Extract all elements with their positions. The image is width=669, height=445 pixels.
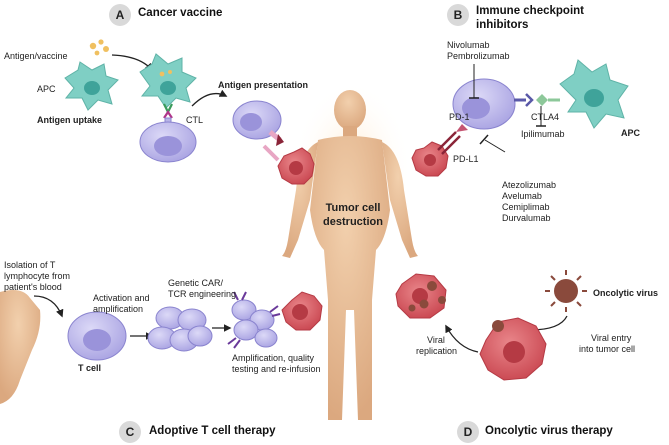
infusion-line1: Amplification, quality xyxy=(232,353,315,363)
viral-replication-line1: Viral xyxy=(427,335,445,345)
oncolytic-illustration xyxy=(395,270,587,381)
panel-a-badge: A xyxy=(109,4,131,26)
panel-a-title: Cancer vaccine xyxy=(138,7,223,19)
panel-b-title: Immune checkpoint xyxy=(476,5,584,17)
viral-entry-line2: into tumor cell xyxy=(579,344,636,354)
checkpoint-illustration xyxy=(411,59,629,177)
nivolumab-label: Nivolumab xyxy=(447,40,490,50)
isolation-line1: Isolation of T xyxy=(4,260,56,270)
apc-label-b: APC xyxy=(621,128,641,138)
panel-d-badge: D xyxy=(457,421,479,443)
panel-b-badge: B xyxy=(447,4,469,26)
antigen-uptake-label: Antigen uptake xyxy=(37,115,103,125)
vaccine-illustration xyxy=(64,39,315,185)
pembrolizumab-label: Pembrolizumab xyxy=(447,51,510,61)
panel-c-title: Adoptive T cell therapy xyxy=(149,425,276,437)
viral-replication-line2: replication xyxy=(416,346,458,356)
isolation-line2: lymphocyte from xyxy=(4,271,71,281)
activation-line1: Activation and xyxy=(93,293,150,303)
ctl-label: CTL xyxy=(186,115,204,125)
durvalumab-label: Durvalumab xyxy=(502,213,551,223)
tcell-label: T cell xyxy=(78,363,102,373)
panel-d-title: Oncolytic virus therapy xyxy=(485,425,613,437)
avelumab-label: Avelumab xyxy=(502,191,542,201)
apc-label-a: APC xyxy=(37,84,56,94)
antigen-presentation-label: Antigen presentation xyxy=(218,80,309,90)
viral-entry-line1: Viral entry xyxy=(591,333,632,343)
panel-c-badge: C xyxy=(119,421,141,443)
engineering-line1: Genetic CAR/ xyxy=(168,278,224,288)
human-body-figure xyxy=(282,80,418,420)
ipilimumab-label: Ipilimumab xyxy=(521,129,565,139)
center-label-line2: destruction xyxy=(323,216,383,228)
pdl1-label: PD-L1 xyxy=(453,154,479,164)
engineering-line2: TCR engineering xyxy=(168,289,237,299)
activation-line2: amplification xyxy=(93,304,144,314)
ctla4-label: CTLA4 xyxy=(531,112,560,122)
adoptive-tcell-illustration xyxy=(0,290,323,404)
center-label-line1: Tumor cell xyxy=(325,202,381,214)
atezolizumab-label: Atezolizumab xyxy=(502,180,557,190)
antigen-vaccine-label: Antigen/vaccine xyxy=(4,51,68,61)
pd1-label: PD-1 xyxy=(449,112,470,122)
cemiplimab-label: Cemiplimab xyxy=(502,202,550,212)
oncolytic-virus-label: Oncolytic virus xyxy=(593,288,659,298)
infusion-line2: testing and re-infusion xyxy=(232,364,321,374)
panel-b-title-line2: inhibitors xyxy=(476,19,529,31)
isolation-line3: patient's blood xyxy=(4,282,62,292)
